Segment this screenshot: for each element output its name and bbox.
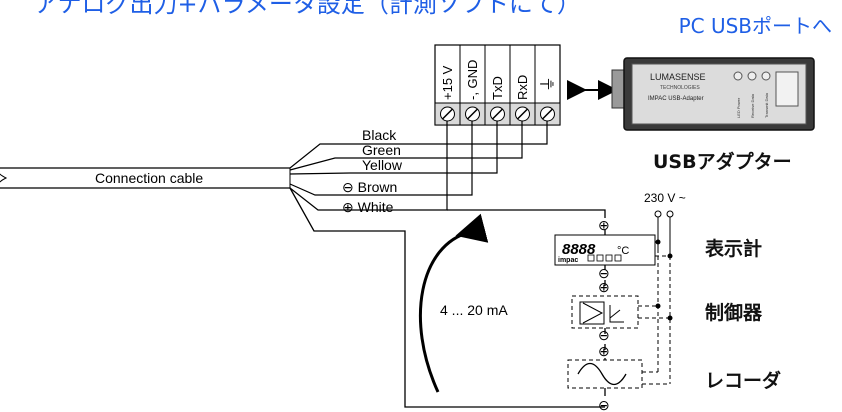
display-digits: 8888 xyxy=(562,241,596,258)
display-meter: 8888 °C impac xyxy=(554,234,656,266)
recorder-minus-terminal: ⊖ xyxy=(598,397,610,412)
terminal-screw xyxy=(465,106,480,122)
current-loop xyxy=(289,187,606,408)
adapter-model: IMPAC USB-Adapter xyxy=(648,96,704,102)
terminal-block: +15 V -, GND TxD RxD ⏚ xyxy=(434,44,561,126)
wire-label-yellow: Yellow xyxy=(362,157,403,173)
connection-cable: Connection cable xyxy=(0,167,291,189)
loop-current-arrow xyxy=(419,213,489,393)
usb-port-title: PC USBポートへ xyxy=(678,14,832,38)
controller-label: 制御器 xyxy=(705,302,763,324)
usb-adapter-label: USBアダプター xyxy=(653,151,792,173)
wire-label-green: Green xyxy=(362,142,401,158)
led-label-power: LED Power xyxy=(736,97,741,118)
adapter-brand-sub: TECHNOLOGIES xyxy=(660,85,700,91)
recorder xyxy=(567,359,643,389)
adapter-brand: LUMASENSE xyxy=(650,72,706,82)
diagram-title: アナログ出力+パラメータ設定（計測ソフトにて） xyxy=(34,0,581,18)
led-label-transmit: Transmit Data xyxy=(764,92,769,118)
terminal-screw xyxy=(490,106,505,122)
sine-wave-icon xyxy=(577,362,627,386)
wires xyxy=(289,121,548,211)
display-meter-label: 表示計 xyxy=(705,238,763,260)
power-supply: 230 V ~ xyxy=(638,191,686,385)
power-label: 230 V ~ xyxy=(644,191,686,205)
terminal-screw xyxy=(440,106,455,122)
display-unit: °C xyxy=(617,245,629,257)
terminal-screw xyxy=(540,106,555,122)
display-plus-terminal: ⊕ xyxy=(598,217,610,233)
led-power-icon xyxy=(733,71,743,81)
wire-label-white: ⊕ White xyxy=(342,199,394,215)
controller-plus-terminal: ⊕ xyxy=(598,279,610,295)
led-receive-icon xyxy=(747,71,757,81)
display-brand: impac xyxy=(558,257,578,264)
terminal-label-15v: +15 V xyxy=(440,65,455,100)
wire-label-brown: ⊖ Brown xyxy=(342,179,397,195)
controller-minus-terminal: ⊖ xyxy=(598,327,610,343)
controller xyxy=(571,295,639,329)
wire-label-black: Black xyxy=(362,127,397,143)
terminal-screw xyxy=(515,106,530,122)
display-minus-terminal: ⊖ xyxy=(598,265,610,281)
recorder-label: レコーダ xyxy=(705,370,782,392)
loop-current-label: 4 ... 20 mA xyxy=(440,302,508,318)
terminal-label-gnd: -, GND xyxy=(465,60,480,100)
led-transmit-icon xyxy=(761,71,771,81)
terminal-label-earth: ⏚ xyxy=(539,76,557,92)
led-label-receive: Receive Data xyxy=(750,93,755,118)
terminal-label-txd: TxD xyxy=(490,76,505,100)
terminal-label-rxd: RxD xyxy=(515,75,530,100)
recorder-plus-terminal: ⊕ xyxy=(598,343,610,359)
usb-adapter: LUMASENSE TECHNOLOGIES IMPAC USB-Adapter… xyxy=(611,57,815,131)
cable-label: Connection cable xyxy=(95,170,203,186)
